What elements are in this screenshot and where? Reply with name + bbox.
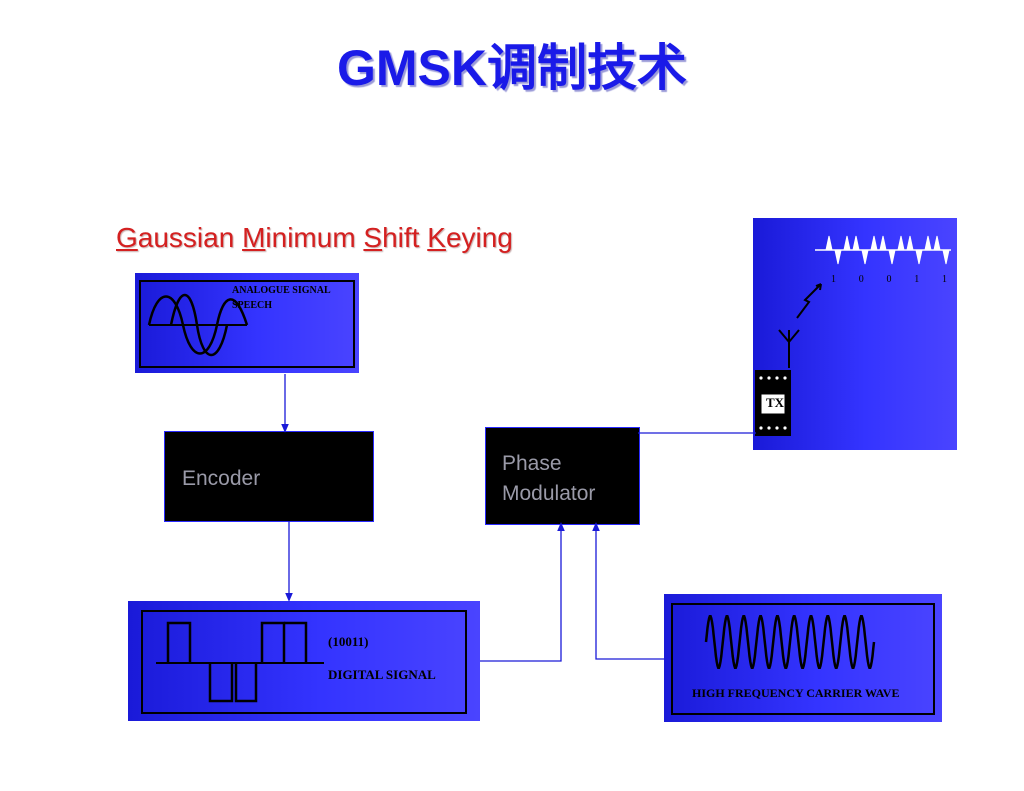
subtitle-word-minimum: inimum xyxy=(265,222,364,253)
analog-signal-panel: ANALOGUE SIGNAL SPEECH xyxy=(135,273,359,373)
modulator-label: Modulator xyxy=(502,482,596,505)
bit-mark: 0 xyxy=(886,274,892,285)
subtitle-word-keying: eying xyxy=(445,222,513,253)
bit-mark: 1 xyxy=(914,274,920,285)
subtitle-initial-s: S xyxy=(363,222,383,253)
carrier-wave-panel: HIGH FREQUENCY CARRIER WAVE xyxy=(664,594,942,722)
bit-mark: 1 xyxy=(942,274,947,285)
carrier-wave-image xyxy=(671,603,935,715)
analog-signal-label: ANALOGUE SIGNAL xyxy=(232,285,331,296)
bit-mark-row: 1 0 0 1 1 xyxy=(831,274,947,285)
digital-signal-label: DIGITAL SIGNAL xyxy=(328,667,436,682)
tx-label: TX xyxy=(765,395,785,410)
subtitle-word-gaussian: aussian xyxy=(137,222,243,253)
subtitle-initial-g: G xyxy=(116,222,138,253)
phase-label: Phase xyxy=(502,452,562,475)
digital-square-wave-image xyxy=(141,610,467,714)
digital-signal-panel: (10011) DIGITAL SIGNAL xyxy=(128,601,480,721)
subtitle-initial-m: M xyxy=(242,222,266,253)
speech-label: SPEECH xyxy=(232,300,273,311)
bit-mark: 0 xyxy=(858,274,864,285)
encoder-box: Encoder xyxy=(164,431,374,522)
subtitle: Gaussian Minimum Shift Keying xyxy=(116,222,513,254)
carrier-wave-label: HIGH FREQUENCY CARRIER WAVE xyxy=(692,686,900,700)
page-title: GMSK调制技术 xyxy=(337,40,687,96)
subtitle-initial-k: K xyxy=(427,222,446,253)
connector-digital-to-modulator xyxy=(480,522,565,662)
transmitter-panel: TX 1 0 0 1 1 xyxy=(753,218,957,450)
analog-sine-wave-image xyxy=(139,280,355,368)
subtitle-word-shift: hift xyxy=(382,222,428,253)
bit-mark: 1 xyxy=(831,274,836,285)
connector-carrier-to-modulator xyxy=(592,522,664,660)
phase-modulator-box: Phase Modulator xyxy=(485,427,640,525)
bits-label: (10011) xyxy=(328,634,369,649)
encoder-label: Encoder xyxy=(182,467,261,490)
modulated-output-image xyxy=(755,235,951,436)
